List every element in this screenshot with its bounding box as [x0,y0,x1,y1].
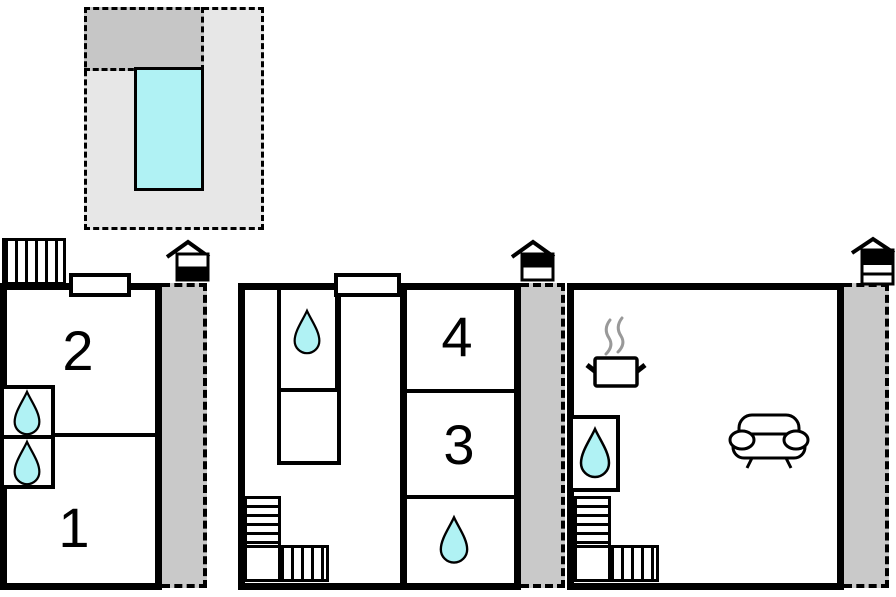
staircase-icon [2,238,66,285]
stair-landing [244,545,281,582]
pool-deck-dark [84,7,204,71]
wall [407,389,521,393]
cooking-pot-icon [585,316,647,388]
stair-landing [574,545,611,582]
sofa-icon [728,413,810,469]
staircase-icon [574,496,611,548]
floor-level-icon [510,239,556,282]
window [334,273,401,297]
room-label: 3 [443,413,475,476]
wall [400,283,407,590]
water-drop-icon [579,425,611,479]
room-label: 2 [62,319,94,382]
room-label: 4 [441,305,473,368]
steam-icon [604,318,613,356]
staircase-icon [278,545,329,582]
water-drop-icon [13,389,41,436]
room-label: 1 [58,496,90,559]
pool [134,67,204,191]
terrace-left [162,283,207,588]
wall [0,433,158,437]
water-drop-icon [293,308,321,355]
terrace-right [844,283,889,588]
wall [277,288,281,390]
staircase-icon [608,545,659,582]
steam-icon [616,316,625,354]
floor-level-icon [165,239,211,282]
window [69,273,131,297]
floor-level-icon [850,236,896,286]
closet-box [277,388,341,465]
wall [335,288,341,390]
water-drop-icon [439,514,469,564]
wall [407,495,521,499]
staircase-icon [244,496,281,548]
water-drop-icon [13,439,41,486]
terrace-middle [521,283,565,588]
